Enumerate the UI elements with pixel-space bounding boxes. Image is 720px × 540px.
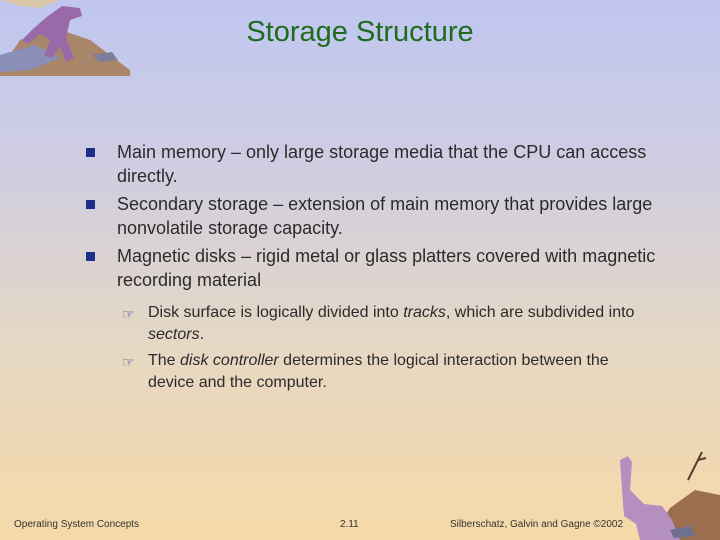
footer-course: Operating System Concepts <box>14 519 140 530</box>
dinosaur-illustration-bottom-right <box>620 451 720 540</box>
slide-title: Storage Structure <box>246 16 474 48</box>
square-bullet-icon <box>86 252 95 261</box>
subbullet-text: The disk controller determines the logic… <box>148 352 609 391</box>
subbullet-list: ☞ Disk surface is logically divided into… <box>56 302 656 394</box>
pointing-hand-icon: ☞ <box>122 306 135 322</box>
bullet-text: Main memory – only large storage media t… <box>117 142 647 186</box>
subbullet-item: ☞ Disk surface is logically divided into… <box>122 302 656 346</box>
bullet-item: Main memory – only large storage media t… <box>56 140 656 188</box>
footer-page-number: 2.11 <box>340 519 359 530</box>
bullet-item: Magnetic disks – rigid metal or glass pl… <box>56 244 656 292</box>
bullet-text: Secondary storage – extension of main me… <box>117 194 653 238</box>
bullet-text: Magnetic disks – rigid metal or glass pl… <box>117 246 656 290</box>
square-bullet-icon <box>86 200 95 209</box>
subbullet-text: Disk surface is logically divided into t… <box>148 304 635 343</box>
bullet-list: Main memory – only large storage media t… <box>56 140 656 398</box>
bullet-item: Secondary storage – extension of main me… <box>56 192 656 240</box>
pointing-hand-icon: ☞ <box>122 354 135 370</box>
footer-copyright: Silberschatz, Galvin and Gagne ©2002 <box>450 519 624 530</box>
square-bullet-icon <box>86 148 95 157</box>
subbullet-item: ☞ The disk controller determines the log… <box>122 350 656 394</box>
dinosaur-illustration-top-left <box>0 0 130 76</box>
